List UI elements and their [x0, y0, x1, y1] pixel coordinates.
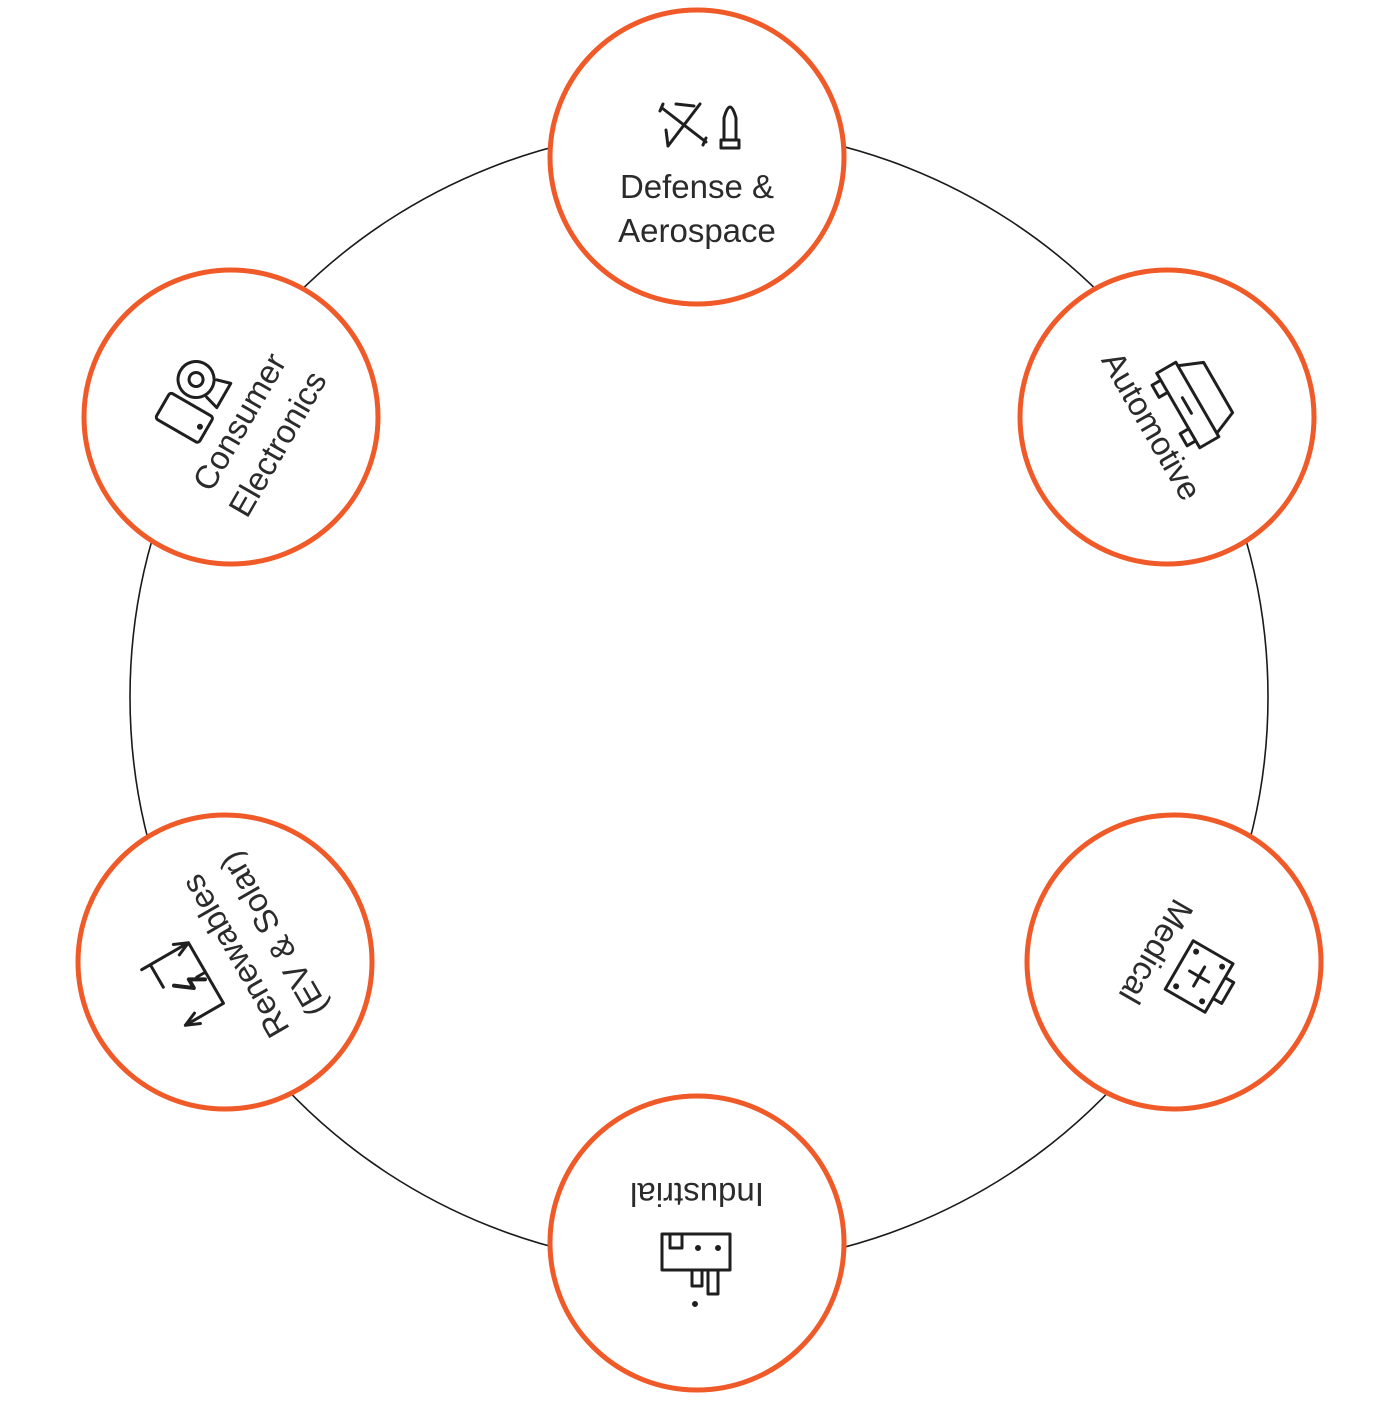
plane-and-bullet-icon: [658, 102, 741, 150]
node-label-line-2: Aerospace: [618, 212, 776, 249]
factory-icon: [660, 1232, 732, 1307]
node-industrial: Industrial: [547, 1093, 847, 1393]
node-circle: [1024, 812, 1324, 1112]
battery-charge-cycle-icon: [140, 941, 225, 1027]
node-label-line-1: Defense &: [620, 168, 774, 205]
car-front-icon: [1150, 360, 1235, 450]
node-circle: [547, 1093, 847, 1393]
node-medical: Medical: [1024, 812, 1324, 1112]
medical-kit-icon: [1163, 939, 1236, 1014]
node-circle: [75, 812, 375, 1112]
node-consumer-electronics: Consumer Electronics: [81, 267, 381, 567]
node-circle: [547, 7, 847, 307]
node-automotive: Automotive: [1017, 267, 1317, 567]
node-circle: [81, 267, 381, 567]
node-circle: [1017, 267, 1317, 567]
node-label-line-1: Industrial: [630, 1176, 764, 1213]
node-defense-aerospace: Defense & Aerospace: [547, 7, 847, 307]
node-renewables: Renewables (EV & Solar): [75, 812, 375, 1112]
phone-and-webcam-icon: [154, 360, 233, 444]
